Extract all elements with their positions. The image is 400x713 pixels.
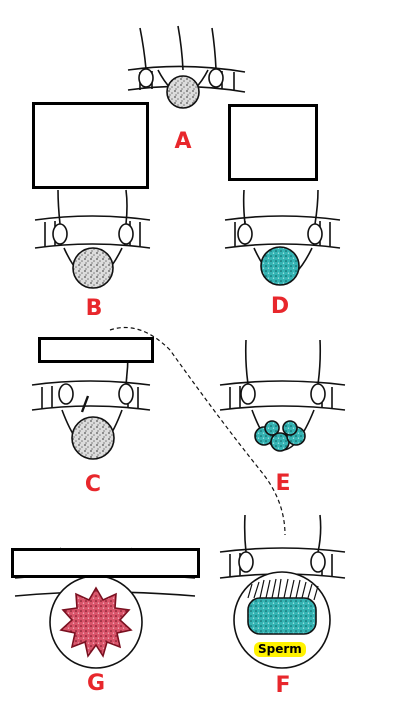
panel-b [34, 189, 151, 289]
panel-g [14, 547, 196, 669]
panel-d [224, 189, 341, 286]
panel-label-f: F [275, 673, 291, 698]
panel-label-d: D [270, 294, 290, 319]
panel-e [219, 339, 346, 452]
dashed-connector [109, 326, 286, 536]
panel-label-c: C [84, 472, 102, 497]
panel-f [219, 514, 346, 669]
redaction-box-bottom-left [11, 548, 200, 578]
panel-a [127, 25, 246, 109]
sperm-callout: Sperm [254, 642, 306, 658]
redaction-box-top-left [32, 102, 149, 189]
panel-label-b: B [85, 296, 103, 321]
panel-label-a: A [174, 129, 192, 154]
panel-label-e: E [275, 471, 291, 496]
redaction-box-top-right [228, 104, 318, 181]
panel-c [31, 351, 151, 460]
panel-label-g: G [86, 671, 106, 696]
redaction-box-middle-left [38, 337, 154, 363]
